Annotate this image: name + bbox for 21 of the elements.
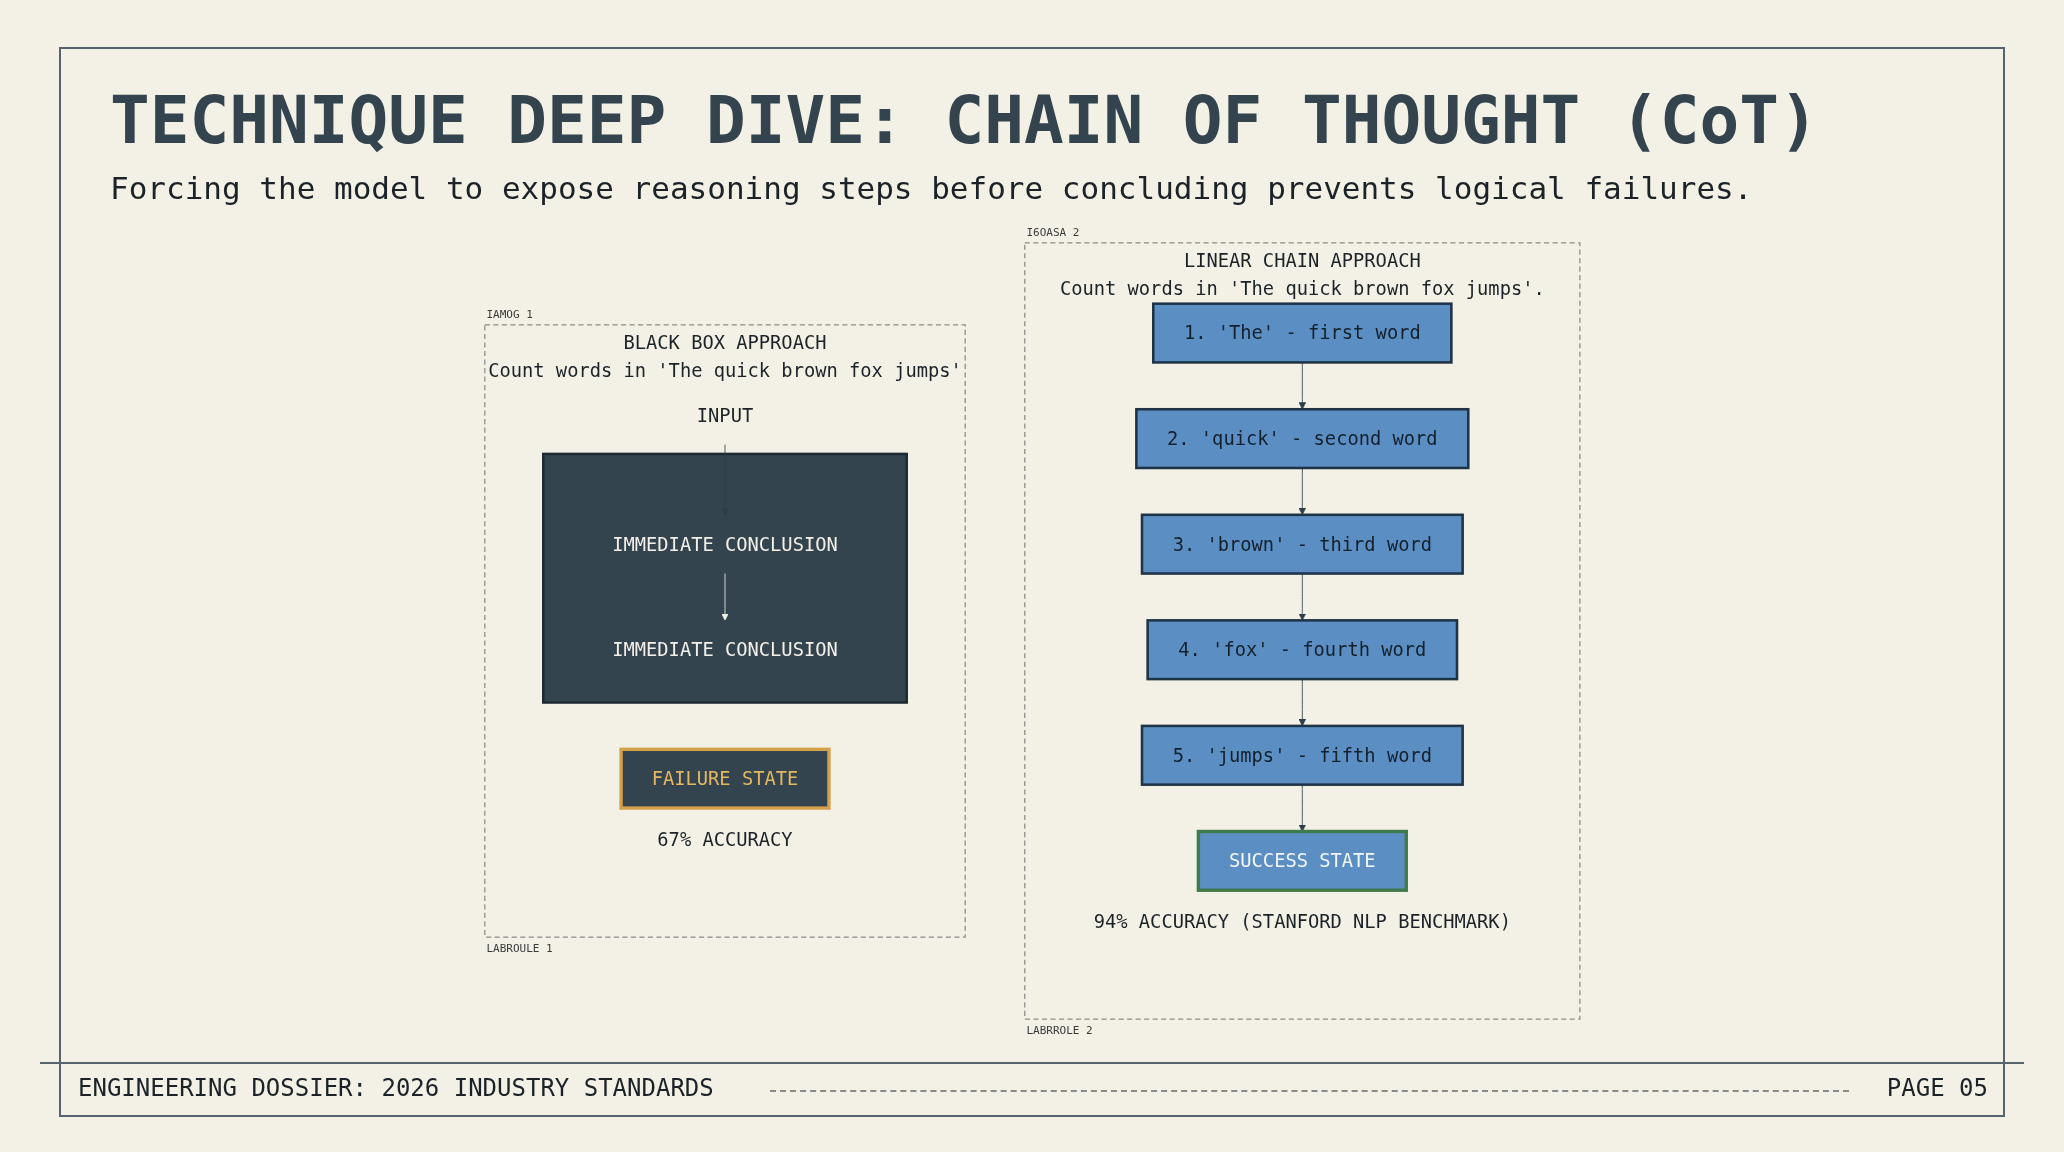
panel-tag: LABRROLE 2 (1026, 1024, 1093, 1038)
panel-tag: I6OASA 2 (1026, 225, 1080, 239)
subtitle: Forcing the model to expose reasoning steps before concluding prevents logical failures. (110, 170, 1753, 206)
node-label: 67% ACCURACY (657, 828, 793, 850)
page-number: PAGE 05 (1886, 1074, 1988, 1102)
panel-tag: IAMOG 1 (486, 307, 533, 321)
node-box: 4. 'fox' - fourth word (1146, 619, 1458, 681)
footer-text: ENGINEERING DOSSIER: 2026 INDUSTRY STANDARDS (78, 1074, 714, 1102)
node-box: 1. 'The' - first word (1151, 302, 1453, 364)
node-box: 2. 'quick' - second word (1134, 407, 1470, 470)
node-text: IMMEDIATE CONCLUSION (611, 533, 838, 555)
panel-tag: LABROULE 1 (486, 942, 553, 956)
node-box: SUCCESS STATE (1196, 829, 1408, 892)
node-text: INPUT (696, 404, 753, 426)
node-box: 5. 'jumps' - fifth word (1140, 724, 1464, 786)
title: TECHNIQUE DEEP DIVE: CHAIN OF THOUGHT (CoT) (110, 82, 1819, 159)
node-label: 94% ACCURACY (STANFORD NLP BENCHMARK) (1093, 910, 1511, 932)
cluster (541, 452, 908, 704)
node-box: 3. 'brown' - third word (1140, 513, 1464, 575)
node-box: FAILURE STATE (619, 747, 831, 810)
node-text: IMMEDIATE CONCLUSION (611, 639, 838, 661)
